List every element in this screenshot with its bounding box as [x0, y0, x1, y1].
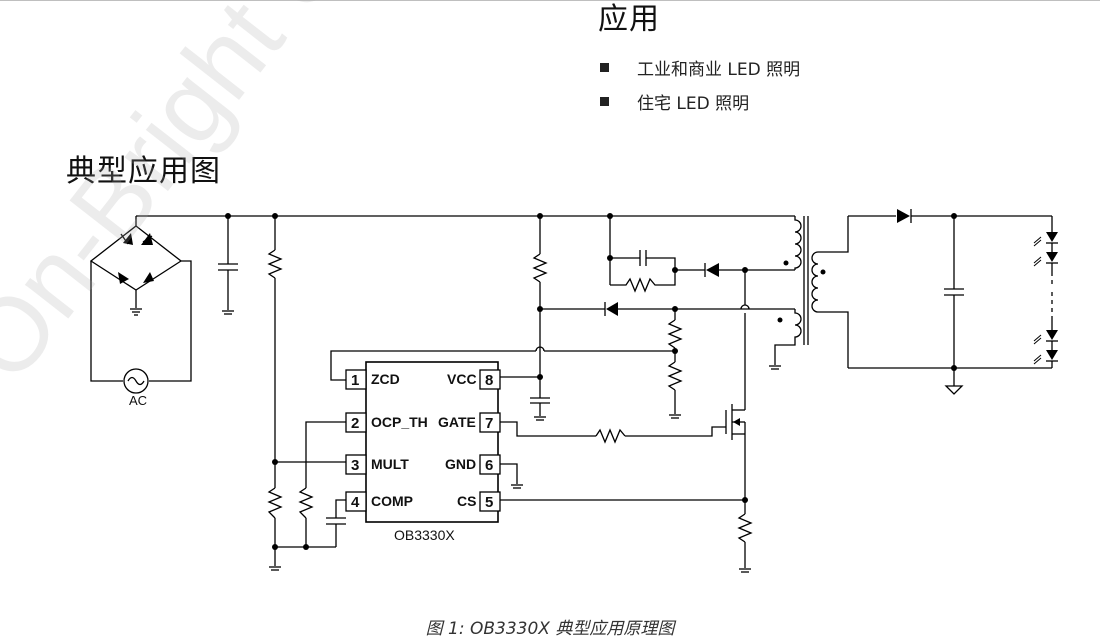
pin-number: 1	[351, 372, 359, 389]
section-title: 典型应用图	[66, 154, 221, 189]
pin-number: 2	[351, 415, 359, 432]
square-bullet-icon	[600, 96, 609, 106]
pin-label-vcc: VCC	[447, 371, 477, 387]
input-capacitor	[218, 216, 238, 315]
list-item: 工业和商业 LED 照明	[600, 50, 800, 84]
pin-number: 8	[485, 372, 493, 389]
list-item: 住宅 LED 照明	[600, 84, 800, 118]
list-item-label: 住宅 LED 照明	[637, 93, 750, 114]
output-capacitor	[944, 216, 964, 395]
mosfet	[725, 404, 746, 500]
pin-label-gate: GATE	[438, 414, 476, 430]
pin-number: 5	[485, 494, 493, 511]
top-rule	[0, 0, 1100, 1]
applications-heading: 应用	[598, 2, 660, 37]
ac-source: AC	[123, 368, 149, 408]
pin-label-comp: COMP	[371, 493, 413, 509]
ocp-resistor	[298, 421, 346, 547]
bridge-rectifier	[89, 216, 192, 382]
mult-divider	[267, 216, 346, 571]
pin-label-gnd: GND	[445, 456, 476, 472]
pin-number: 4	[351, 494, 360, 511]
list-item-label: 工业和商业 LED 照明	[637, 59, 801, 80]
pin-label-zcd: ZCD	[371, 371, 400, 387]
figure-caption: 图 1: OB3330X 典型应用原理图	[425, 619, 675, 639]
led-string	[1033, 216, 1058, 368]
chip-name: OB3330X	[394, 527, 455, 543]
pin-number: 7	[485, 415, 493, 432]
pin-number: 6	[485, 457, 493, 474]
pin-label-mult: MULT	[371, 456, 409, 472]
square-bullet-icon	[600, 62, 609, 72]
chip-ob3330x: 1 ZCD 2 OCP_TH 3 MULT 4 COMP 8 VCC 7 GAT…	[345, 361, 501, 543]
ac-label: AC	[129, 393, 147, 408]
pin-label-cs: CS	[457, 493, 476, 509]
pin-label-ocp-th: OCP_TH	[371, 414, 428, 430]
pin-number: 3	[351, 457, 359, 474]
applications-list: 工业和商业 LED 照明 住宅 LED 照明	[600, 50, 800, 118]
transformer	[769, 216, 849, 370]
comp-capacitor	[326, 499, 346, 547]
